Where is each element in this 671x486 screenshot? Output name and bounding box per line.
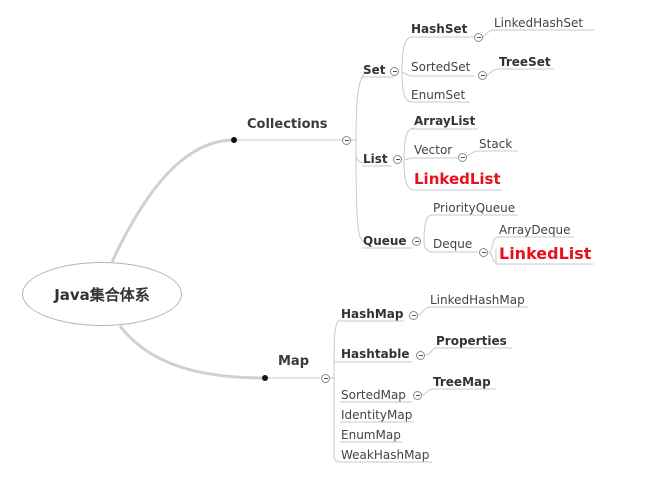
node-hashmap[interactable]: HashMap — [341, 307, 404, 321]
node-set[interactable]: Set — [363, 63, 386, 77]
root-label: Java集合体系 — [54, 285, 150, 304]
node-priorityqueue[interactable]: PriorityQueue — [433, 201, 516, 215]
collections-branch-dot — [231, 137, 237, 143]
node-weakhashmap[interactable]: WeakHashMap — [341, 448, 430, 462]
node-treemap[interactable]: TreeMap — [433, 375, 491, 389]
node-linkedlist-highlight[interactable]: LinkedList — [414, 170, 501, 188]
collapse-toggle-queue[interactable] — [412, 237, 421, 246]
node-identitymap[interactable]: IdentityMap — [341, 408, 413, 422]
node-treeset[interactable]: TreeSet — [499, 55, 551, 69]
collapse-toggle-sortedmap[interactable] — [413, 391, 422, 400]
node-stack[interactable]: Stack — [479, 137, 513, 151]
node-arraylist[interactable]: ArrayList — [414, 114, 476, 128]
node-sortedmap[interactable]: SortedMap — [341, 388, 406, 402]
root-node[interactable]: Java集合体系 — [22, 262, 182, 326]
collapse-toggle-hashmap[interactable] — [409, 311, 418, 320]
node-hashset[interactable]: HashSet — [411, 22, 468, 36]
node-collections[interactable]: Collections — [247, 117, 328, 132]
node-list[interactable]: List — [363, 152, 388, 166]
node-linkedhashset[interactable]: LinkedHashSet — [494, 16, 584, 30]
collapse-toggle-collections[interactable] — [342, 136, 351, 145]
collapse-toggle-vector[interactable] — [458, 153, 467, 162]
collapse-toggle-hashset[interactable] — [474, 33, 483, 42]
node-queue[interactable]: Queue — [363, 234, 407, 248]
node-properties[interactable]: Properties — [436, 334, 507, 348]
map-branch-dot — [262, 375, 268, 381]
collapse-toggle-sortedset[interactable] — [478, 71, 487, 80]
node-linkedhashmap[interactable]: LinkedHashMap — [430, 293, 525, 307]
collapse-toggle-map[interactable] — [321, 374, 330, 383]
node-map[interactable]: Map — [278, 354, 310, 369]
collapse-toggle-deque[interactable] — [479, 248, 488, 257]
node-enummap[interactable]: EnumMap — [341, 428, 401, 442]
node-enumset[interactable]: EnumSet — [411, 88, 466, 102]
node-hashtable[interactable]: Hashtable — [341, 347, 410, 361]
collapse-toggle-hashtable[interactable] — [416, 351, 425, 360]
node-deque[interactable]: Deque — [433, 237, 473, 251]
node-arraydeque[interactable]: ArrayDeque — [499, 223, 571, 237]
node-sortedset[interactable]: SortedSet — [411, 60, 471, 74]
collapse-toggle-set[interactable] — [390, 67, 399, 76]
node-vector[interactable]: Vector — [414, 143, 453, 157]
node-queue-linkedlist-highlight[interactable]: LinkedList — [499, 244, 592, 263]
collapse-toggle-list[interactable] — [393, 155, 402, 164]
